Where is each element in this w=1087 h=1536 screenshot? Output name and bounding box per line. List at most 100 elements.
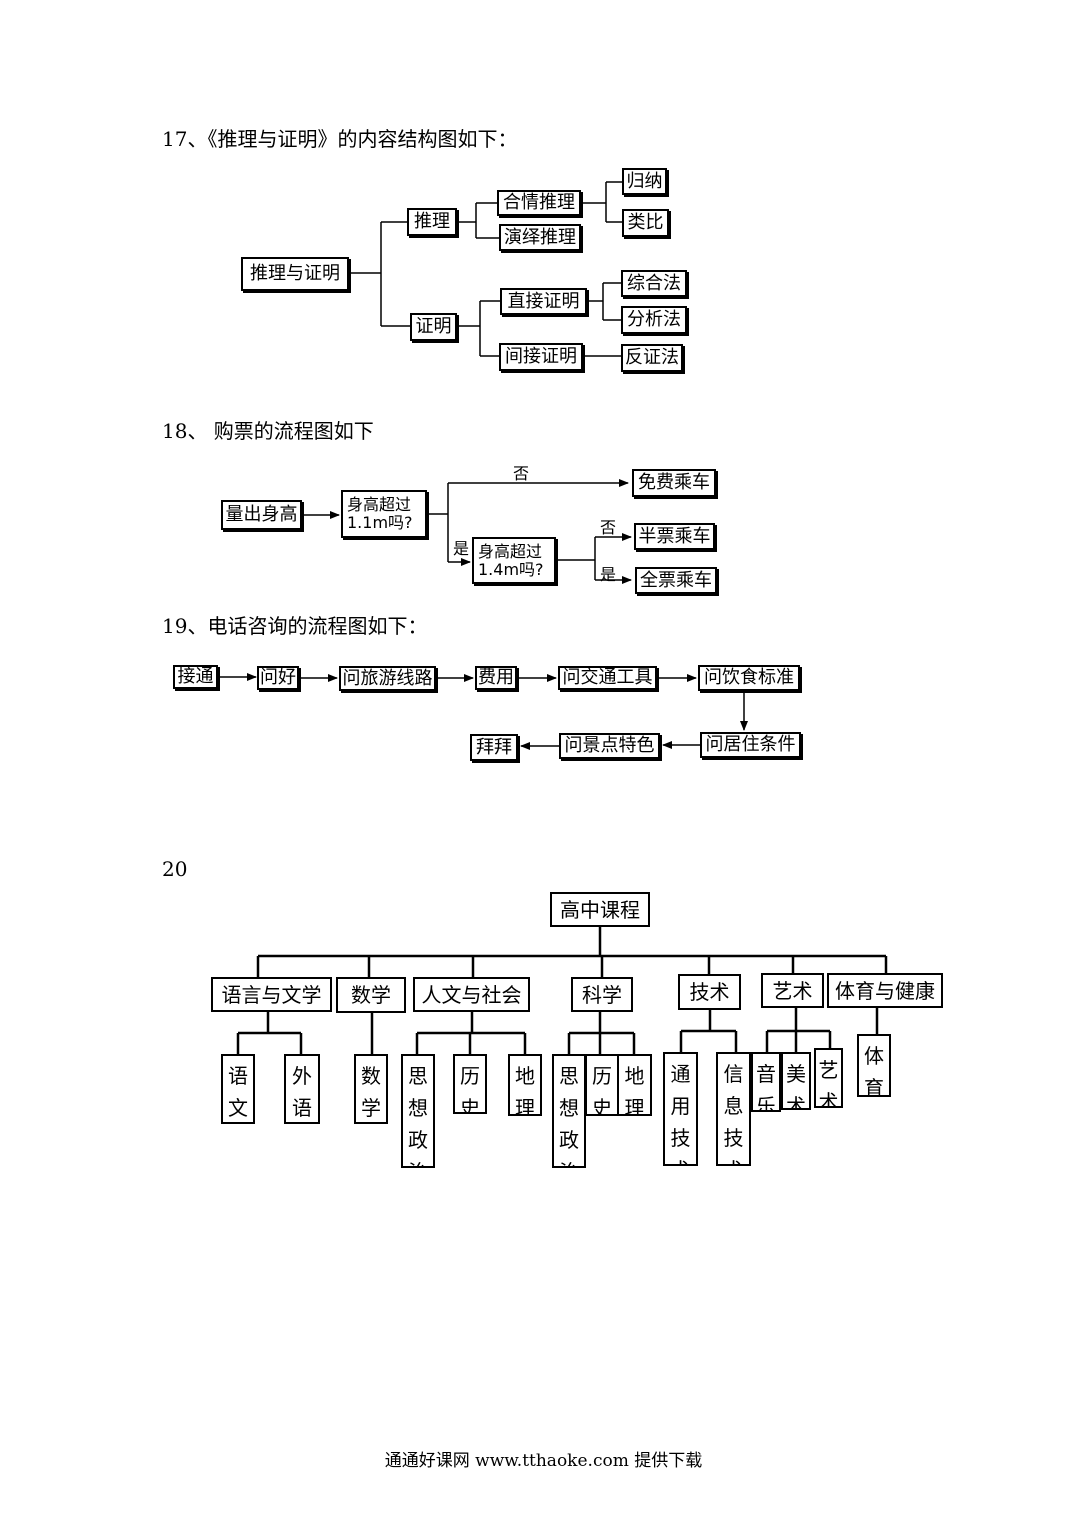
result-full-ticket: 全票乘车 [635,567,717,594]
char: 历 [460,1064,480,1088]
node-proof-by-contradiction: 反证法 [621,344,683,372]
step-cost: 费用 [475,666,517,690]
result-free-ride: 免费乘车 [632,469,716,497]
step-ask-transport: 问交通工具 [558,666,657,690]
char: 息 [723,1094,744,1118]
char: 政 [559,1128,579,1152]
node-proof: 证明 [410,313,457,341]
char: 美 [786,1062,806,1086]
subject-physical-education: 体 育 [857,1034,891,1097]
char: 体 [864,1044,884,1068]
subject-music: 音 乐 [751,1052,781,1112]
area-language-literature: 语言与文学 [211,977,332,1012]
char: 技 [670,1126,691,1150]
char: 艺 [818,1058,839,1082]
subject-information-technology: 信 息 技 术 [716,1052,751,1166]
label-yes-1: 是 [453,539,470,558]
char: 育 [864,1076,884,1097]
label-no-1: 否 [513,464,530,483]
char: 术 [786,1094,806,1110]
step-ask-attractions: 问景点特色 [559,733,660,759]
node-analogy: 类比 [622,209,669,237]
subject-geography-humanities: 地 理 [508,1054,542,1116]
char: 史 [592,1096,612,1116]
char: 地 [624,1064,645,1088]
char: 用 [670,1094,691,1118]
area-pe-health: 体育与健康 [827,973,943,1008]
char: 政 [408,1128,428,1152]
question-19-heading: 19、电话咨询的流程图如下： [162,614,428,638]
char: 音 [756,1062,776,1086]
node-plausible-reasoning: 合情推理 [497,190,581,216]
root-reasoning-and-proof: 推理与证明 [241,257,349,291]
char: 文 [228,1096,248,1120]
page-footer: 通通好课网 www.tthaoke.com 提供下载 [384,1451,703,1471]
question-20-heading: 20 [162,857,188,881]
area-science: 科学 [571,977,633,1012]
area-arts: 艺术 [761,973,824,1008]
subject-history-science: 历 史 [585,1054,619,1116]
subject-chinese: 语 文 [221,1054,255,1124]
node-reasoning: 推理 [407,208,457,236]
decision-2-line2: 1.4m吗? [478,559,544,579]
subject-history-humanities: 历 史 [453,1054,487,1114]
area-humanities-society: 人文与社会 [413,977,530,1012]
subject-arts: 艺 术 [814,1048,843,1108]
char: 想 [559,1096,579,1120]
char: 语 [292,1096,312,1120]
subject-mathematics: 数 学 [354,1054,388,1124]
char: 思 [559,1064,579,1088]
step-ask-food: 问饮食标准 [698,665,800,691]
char: 数 [361,1064,381,1088]
result-half-ticket: 半票乘车 [634,523,715,550]
char: 史 [460,1096,480,1114]
label-yes-2: 是 [600,565,617,584]
subject-politics-science: 思 想 政 治 [552,1054,586,1168]
step-connect: 接通 [173,665,218,689]
node-deductive-reasoning: 演绎推理 [499,224,581,251]
node-analysis-method: 分析法 [621,306,687,334]
subject-general-technology: 通 用 技 术 [663,1052,698,1166]
char: 术 [671,1154,691,1164]
char: 技 [723,1126,744,1150]
node-direct-proof: 直接证明 [500,288,587,315]
char: 语 [228,1064,248,1088]
step-goodbye: 拜拜 [470,734,518,761]
subject-politics-humanities: 思 想 政 治 [401,1054,435,1168]
decision-over-1-1m: 身高超过 1.1m吗? [341,490,427,538]
char: 术 [724,1154,744,1164]
char: 信 [723,1062,744,1086]
char: 通 [670,1062,691,1086]
char: 外 [292,1064,312,1088]
step-ask-route: 问旅游线路 [339,666,436,691]
step-greet: 问好 [257,666,299,690]
subject-geography-science: 地 理 [617,1054,652,1116]
step-measure-height: 量出身高 [221,500,302,530]
char: 历 [592,1064,612,1088]
subject-foreign-language: 外 语 [284,1054,320,1124]
char: 理 [515,1096,535,1116]
char: 地 [515,1064,535,1088]
char: 理 [624,1096,645,1116]
decision-1-line1: 身高超过 [347,495,412,514]
root-high-school-curriculum: 高中课程 [550,892,650,927]
node-induction: 归纳 [622,168,667,195]
char: 治 [408,1156,428,1166]
question-18-heading: 18、 购票的流程图如下 [162,419,374,443]
question-17-heading: 17、《推理与证明》的内容结构图如下： [162,127,518,151]
node-indirect-proof: 间接证明 [499,343,583,371]
char: 学 [361,1096,381,1120]
decision-2-line1: 身高超过 [478,541,543,561]
step-ask-lodging: 问居住条件 [700,732,801,758]
char: 想 [408,1096,428,1120]
area-technology: 技术 [678,974,741,1010]
decision-over-1-4m: 身高超过 1.4m吗? [472,537,556,584]
subject-fine-arts: 美 术 [781,1052,811,1110]
label-no-2: 否 [600,518,617,537]
node-synthesis-method: 综合法 [621,270,687,297]
area-mathematics: 数学 [336,977,406,1013]
char: 术 [818,1090,839,1108]
char: 思 [408,1064,428,1088]
decision-1-line2: 1.1m吗? [347,513,413,532]
